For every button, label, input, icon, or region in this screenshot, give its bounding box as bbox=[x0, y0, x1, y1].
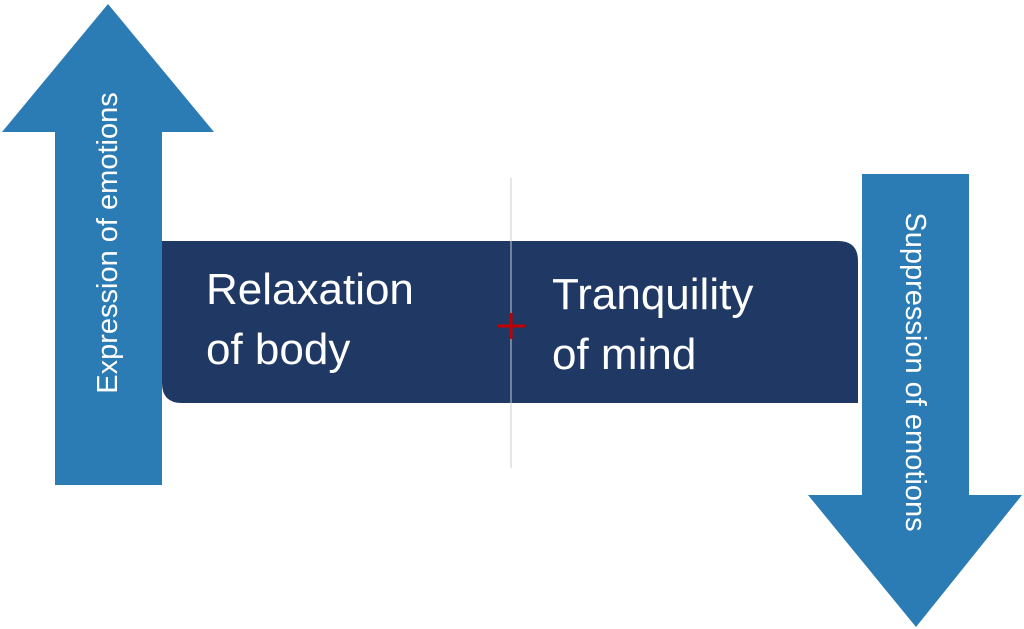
tranquility-line-1: Tranquility bbox=[552, 270, 753, 319]
relaxation-line-2: of body bbox=[206, 325, 350, 374]
plus-joiner bbox=[498, 313, 525, 339]
relaxation-line-1: Relaxation bbox=[206, 265, 414, 314]
tranquility-line-2: of mind bbox=[552, 330, 696, 379]
down-arrow-shape bbox=[808, 174, 1022, 627]
expression-of-emotions-label: Expression of emotions bbox=[92, 92, 124, 393]
suppression-of-emotions-label: Suppression of emotions bbox=[899, 212, 931, 531]
up-arrow-shape bbox=[2, 4, 214, 485]
